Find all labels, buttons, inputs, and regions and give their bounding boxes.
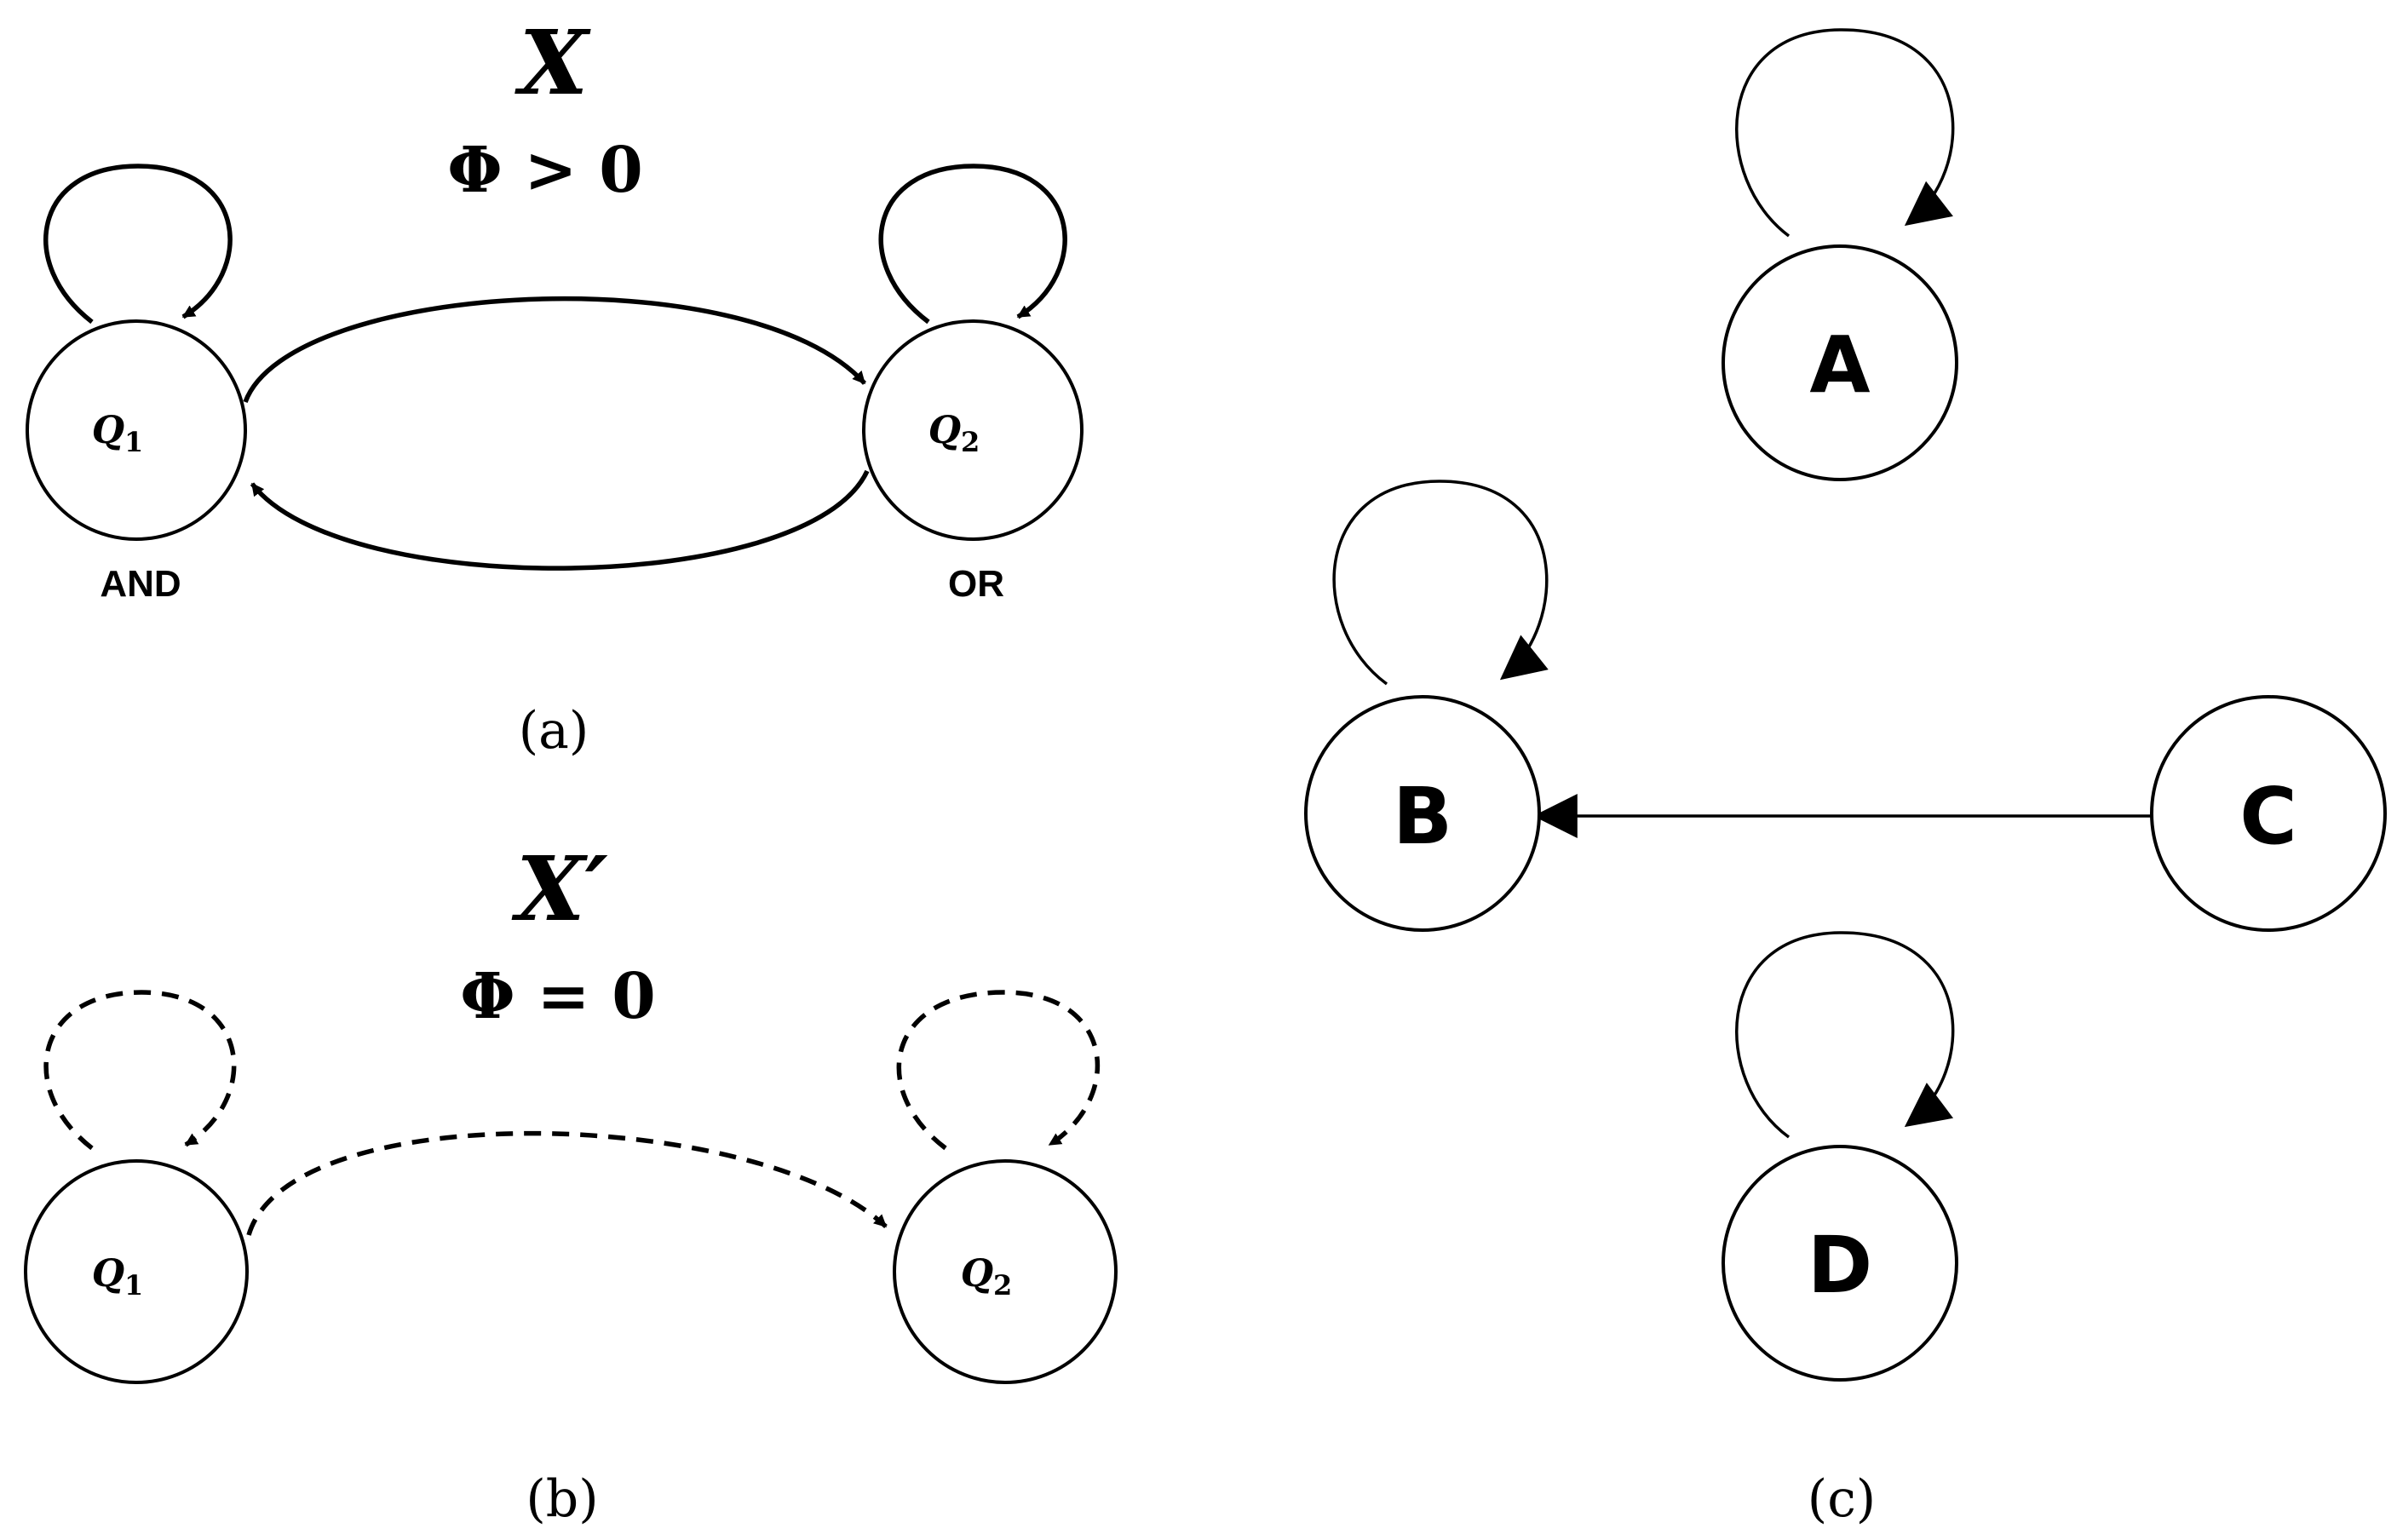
d-self-loop — [1735, 931, 1955, 1139]
node-a — [1722, 244, 1958, 481]
a-self-loop — [1735, 28, 1955, 238]
panel-a-phi-label: Φ > 0 — [447, 134, 642, 207]
panel-b-phi-label: Φ = 0 — [460, 960, 655, 1033]
node-c-label: C — [2239, 771, 2297, 862]
node-q1-b — [24, 1159, 249, 1384]
node-d — [1722, 1145, 1958, 1382]
panel-b-caption: (b) — [526, 1469, 598, 1529]
node-q2 — [862, 319, 1084, 541]
panel-b-title: X′ — [511, 836, 608, 941]
edge-q2-to-q1 — [250, 469, 870, 571]
node-q1 — [26, 319, 247, 541]
q2-gate-label: OR — [948, 563, 1004, 605]
node-d-label: D — [1808, 1220, 1872, 1311]
panel-a: X Φ > 0 Q1 Q2 AND OR (a) — [26, 10, 1084, 761]
q1-self-loop-dashed — [43, 990, 237, 1151]
node-b — [1304, 695, 1541, 932]
q1-self-loop — [43, 164, 233, 325]
panel-c: A B C D (c) — [1304, 28, 2387, 1529]
node-q2-b — [893, 1159, 1118, 1384]
panel-a-caption: (a) — [519, 701, 589, 761]
node-q2-label: Q2 — [928, 409, 980, 458]
node-q1-label: Q1 — [92, 409, 144, 458]
q2-self-loop-dashed — [896, 990, 1101, 1151]
edge-q1-to-q2 — [243, 296, 867, 403]
b-self-loop — [1332, 480, 1549, 686]
node-q2-b-label: Q2 — [961, 1252, 1013, 1302]
node-q1-b-label: Q1 — [92, 1252, 144, 1302]
q1-gate-label: AND — [100, 563, 181, 605]
edge-q1-to-q2-dashed — [246, 1130, 888, 1236]
panel-b: X′ Φ = 0 Q1 Q2 (b) — [24, 836, 1118, 1529]
q2-self-loop — [878, 164, 1067, 325]
node-c — [2150, 695, 2387, 932]
panel-c-caption: (c) — [1808, 1469, 1876, 1529]
node-b-label: B — [1393, 771, 1452, 862]
panel-a-title: X — [514, 10, 592, 115]
node-a-label: A — [1809, 319, 1870, 411]
